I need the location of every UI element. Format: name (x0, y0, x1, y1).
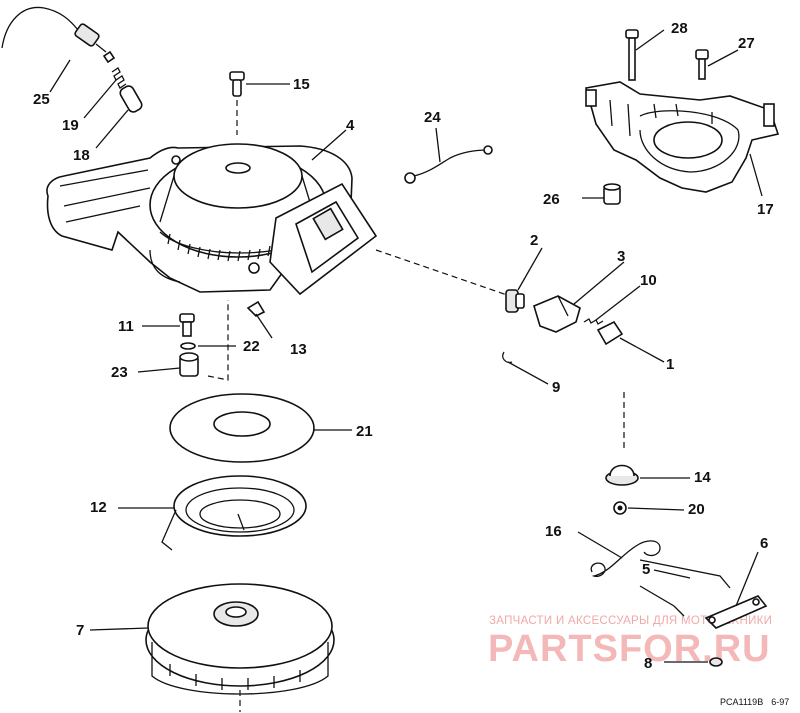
part-3-lever (533, 295, 581, 333)
callout-24: 24 (424, 109, 441, 126)
callout-28: 28 (671, 20, 688, 37)
part-24-ground-wire (404, 145, 493, 184)
part-23-spacer (179, 352, 199, 377)
part-17-bracket (584, 81, 780, 193)
part-1-block (596, 320, 624, 346)
part-22-washer (180, 342, 196, 350)
assembly-line-handle (375, 249, 511, 297)
callout-2: 2 (530, 232, 538, 249)
part-11-screw (179, 313, 195, 337)
callout-23: 23 (111, 364, 128, 381)
starter-handle (269, 182, 378, 296)
callout-7: 7 (76, 622, 84, 639)
callout-6: 6 (760, 535, 768, 552)
callout-16: 16 (545, 523, 562, 540)
part-27-bolt (695, 49, 709, 80)
callout-21: 21 (356, 423, 373, 440)
callout-8: 8 (644, 655, 652, 672)
part-2-clip (505, 289, 525, 313)
assembly-line-11-23 (207, 300, 229, 381)
callout-26: 26 (543, 191, 560, 208)
callout-3: 3 (617, 248, 625, 265)
figure-code-id: PCA1119B (720, 697, 764, 707)
callout-11: 11 (118, 318, 134, 335)
callout-5: 5 (642, 561, 650, 578)
part-16-wire-spring (590, 540, 661, 578)
part-12-rewind-spring (161, 475, 307, 551)
callout-9: 9 (552, 379, 560, 396)
callout-22: 22 (243, 338, 260, 355)
part-26-bushing (603, 183, 621, 205)
callout-12: 12 (90, 499, 107, 516)
callout-15: 15 (293, 76, 310, 93)
part-5-levers (639, 559, 731, 617)
watermark-tagline: ЗАПЧАСТИ И АКСЕССУАРЫ ДЛЯ МОТОТЕХНИКИ (489, 615, 773, 627)
part-9-clip (502, 351, 513, 364)
figure-code: PCA1119B 6-97 (720, 697, 797, 707)
callout-13: 13 (290, 341, 307, 358)
callout-numbers: 25 19 18 15 4 24 28 27 26 17 2 3 10 1 9 … (33, 20, 774, 672)
part-8-washer (709, 657, 723, 667)
callout-10: 10 (640, 272, 657, 289)
part-28-long-bolt (625, 29, 639, 81)
figure-code-date: 6-97 (771, 697, 790, 707)
part-18-pin (119, 85, 143, 113)
part-21-washer (169, 393, 315, 463)
part-6-plate (704, 595, 768, 629)
callout-25: 25 (33, 91, 50, 108)
callout-19: 19 (62, 117, 79, 134)
part-7-pulley (145, 583, 335, 695)
part-13-pin (246, 300, 266, 317)
leader-lines (49, 29, 763, 663)
part-10-spring (583, 318, 604, 325)
callout-18: 18 (73, 147, 90, 164)
watermark-logo: PARTSFOR.RU (488, 628, 771, 670)
callout-27: 27 (738, 35, 755, 52)
part-19-spring (111, 67, 127, 89)
callout-1: 1 (666, 356, 674, 373)
callout-4: 4 (346, 117, 355, 134)
part-14-cup (605, 464, 639, 486)
callout-20: 20 (688, 501, 705, 518)
part-20-nut (613, 501, 627, 515)
part-25-cable (1, 6, 116, 64)
callout-14: 14 (694, 469, 711, 486)
callout-17: 17 (757, 201, 774, 218)
part-15-bolt (229, 71, 245, 97)
